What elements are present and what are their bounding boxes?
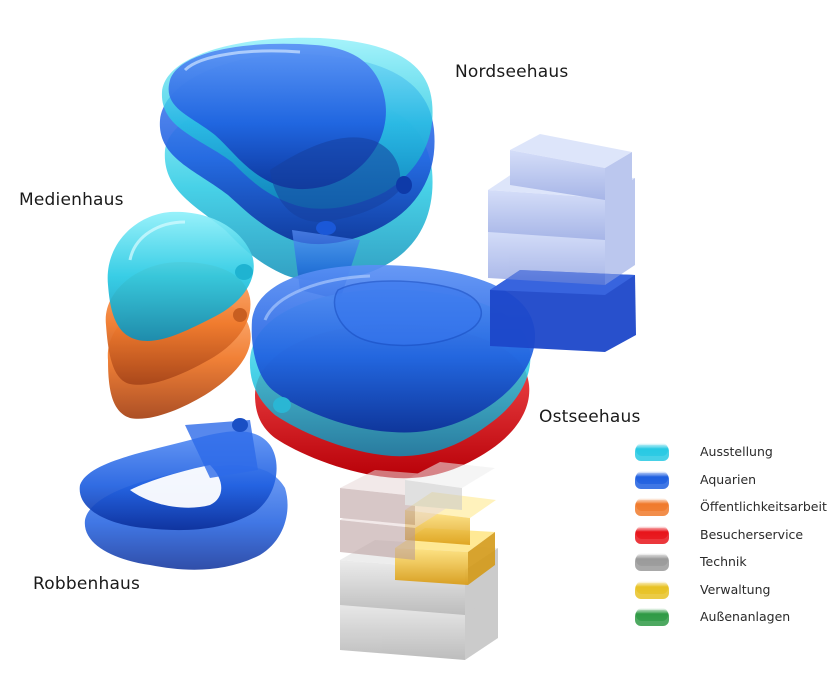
legend-item: Öffentlichkeitsarbeit [634,495,834,519]
legend-label: Öffentlichkeitsarbeit [700,499,827,514]
label-robbenhaus: Robbenhaus [33,574,141,594]
legend-label: Verwaltung [700,581,771,597]
legend-label: Besucherservice [700,526,804,542]
legend-swatch-icon [635,608,669,626]
legend-item: Ausstellung [634,440,834,464]
legend-item: Außenanlagen [634,605,834,629]
legend-label: Technik [700,554,747,569]
medienhaus-building [105,211,254,419]
legend-swatch-icon [635,498,669,516]
label-ostseehaus: Ostseehaus [539,407,641,427]
glass-block-stack-bottom [340,462,498,660]
glass-block-stack-right [488,134,636,352]
legend-label: Außenanlagen [700,609,791,624]
legend-swatch-icon [635,470,669,489]
legend-swatch-icon [635,580,669,599]
legend-swatch-icon [635,525,669,544]
robbenhaus-building [79,418,288,570]
legend-swatch-icon [635,553,669,571]
label-medienhaus: Medienhaus [19,190,124,210]
legend-swatch-icon [635,443,669,461]
legend-item: Verwaltung [634,578,834,602]
legend-label: Ausstellung [700,444,773,459]
label-nordseehaus: Nordseehaus [455,62,569,82]
legend-item: Besucherservice [634,523,834,547]
legend-item: Aquarien [634,468,834,492]
legend-item: Technik [634,550,834,574]
ostseehaus-building [249,265,536,479]
legend-label: Aquarien [700,471,757,487]
